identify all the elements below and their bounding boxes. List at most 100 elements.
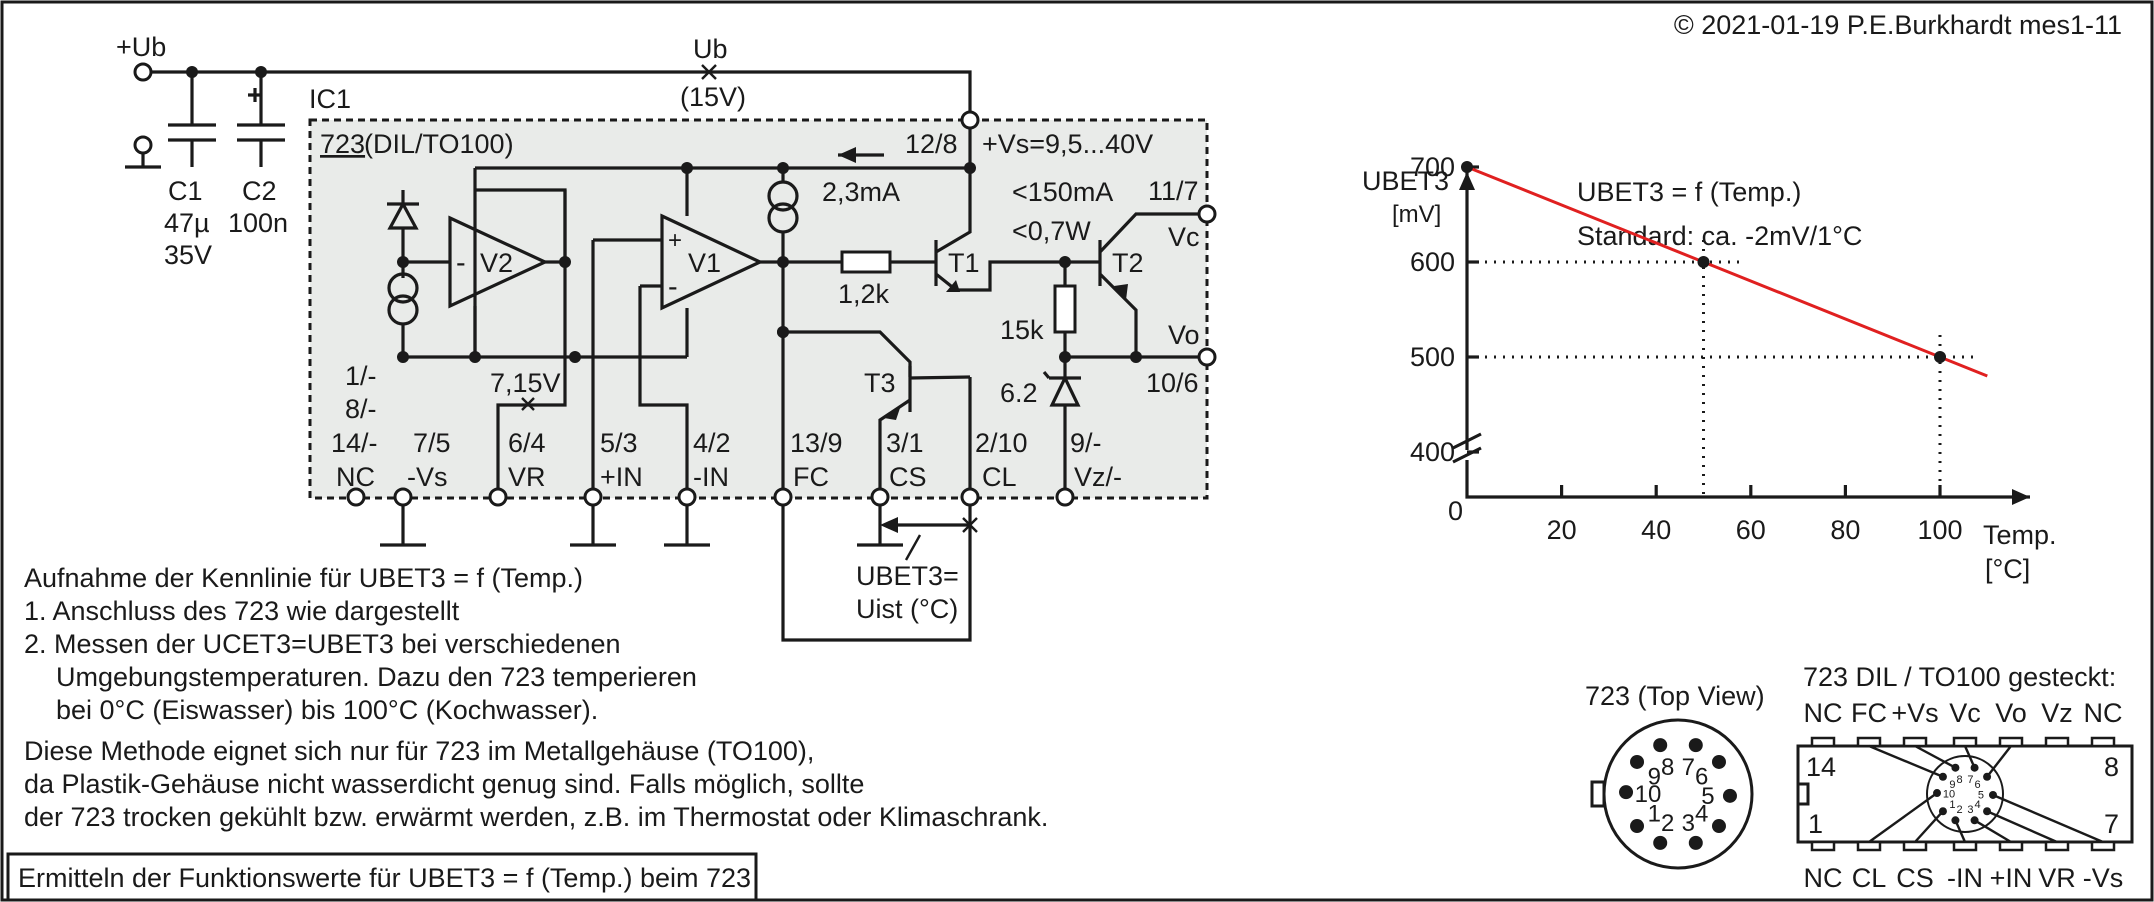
dil-corner-1: 1 bbox=[1808, 809, 1823, 839]
opamp-v1 bbox=[660, 213, 764, 311]
y-tick-label: 400 bbox=[1410, 437, 1455, 467]
measure-point-ub bbox=[701, 64, 717, 80]
to100-pin-number: 3 bbox=[1682, 810, 1695, 837]
pin-nc bbox=[346, 487, 366, 507]
pin-inm-number: 4/2 bbox=[693, 428, 731, 458]
to100-pin bbox=[1688, 835, 1703, 850]
x-tick-label: 80 bbox=[1830, 515, 1860, 545]
pin-cl-label: CL bbox=[982, 462, 1017, 492]
terminal-vo bbox=[1197, 347, 1217, 367]
pin-cs-number: 3/1 bbox=[886, 428, 924, 458]
dil-corner-14: 14 bbox=[1806, 752, 1836, 782]
t3-label: T3 bbox=[864, 368, 896, 398]
copyright: © 2021-01-19 P.E.Burkhardt mes1-11 bbox=[1674, 10, 2122, 40]
x-tick-label: 100 bbox=[1917, 515, 1962, 545]
pin-cl bbox=[960, 487, 980, 507]
dil-inner-pin-number: 9 bbox=[1949, 779, 1955, 791]
dil-notch bbox=[1796, 782, 1810, 806]
ub-plus-label: +Ub bbox=[116, 32, 166, 62]
c2-value: 100n bbox=[228, 208, 288, 238]
to100-pin-number: 9 bbox=[1648, 764, 1661, 791]
description: Aufnahme der Kennlinie für UBET3 = f (Te… bbox=[6, 563, 1048, 902]
c1-value: 47µ bbox=[164, 208, 210, 238]
dil-inner-pin-number: 1 bbox=[1949, 799, 1955, 811]
t2-label: T2 bbox=[1112, 248, 1144, 278]
dil-inner-pin-number: 7 bbox=[1967, 774, 1973, 786]
dil-pin-bottom bbox=[1856, 840, 1882, 852]
x-tick-label: 40 bbox=[1641, 515, 1671, 545]
chart-guides bbox=[1467, 240, 1978, 497]
r2-label: 15k bbox=[1000, 315, 1044, 345]
y-axis-arrow-icon bbox=[1459, 172, 1475, 190]
pin-nc-label: NC bbox=[336, 462, 375, 492]
pin-fc-number: 13/9 bbox=[790, 428, 843, 458]
pin-inp-number: 5/3 bbox=[600, 428, 638, 458]
meter-value-label: Uist (°C) bbox=[856, 594, 958, 624]
c1-voltage: 35V bbox=[164, 240, 212, 270]
pin-vs-plus-number: 12/8 bbox=[905, 129, 958, 159]
description-line-5: Diese Methode eignet sich nur für 723 im… bbox=[24, 736, 814, 766]
chart-subtitle: Standard: ca. -2mV/1°C bbox=[1577, 221, 1862, 251]
pin-nc-1: 1/- bbox=[345, 361, 377, 391]
meter-label: UBET3= bbox=[856, 561, 959, 591]
pin-vsm-label: -Vs bbox=[407, 462, 448, 492]
dil-top-label: Vz bbox=[2041, 698, 2073, 728]
x-axis-arrow-icon bbox=[2012, 489, 2030, 505]
chart-ylabel: UBET3 bbox=[1362, 166, 1449, 196]
dil-wire bbox=[1868, 744, 1944, 778]
pin-vr-label: VR bbox=[508, 462, 546, 492]
data-point bbox=[1461, 161, 1473, 173]
chart-markers bbox=[1461, 161, 1946, 363]
pmax-label: <0,7W bbox=[1012, 216, 1091, 246]
dil-corner-7: 7 bbox=[2104, 809, 2119, 839]
terminal-vc bbox=[1197, 204, 1217, 224]
chart-series bbox=[1466, 165, 1988, 378]
dil-pin-top bbox=[1902, 736, 1928, 748]
transistor-t1 bbox=[934, 168, 1065, 292]
dil-pin-bottom bbox=[1998, 840, 2024, 852]
dil-bottom-label: -IN bbox=[1947, 863, 1983, 893]
current-source-icon bbox=[767, 180, 799, 212]
c2-symbol bbox=[237, 72, 285, 167]
t1-label: T1 bbox=[948, 248, 980, 278]
c1-symbol bbox=[168, 72, 262, 167]
v2-label: V2 bbox=[480, 248, 513, 278]
pin-inm-label: -IN bbox=[693, 462, 729, 492]
to100-title: 723 (Top View) bbox=[1585, 681, 1765, 711]
current-arrow-icon bbox=[838, 147, 856, 163]
dil-inner-pin bbox=[1983, 772, 1992, 781]
dil-pin-top bbox=[1952, 736, 1978, 748]
dil-top-label: FC bbox=[1851, 698, 1887, 728]
dil-top-label: Vc bbox=[1949, 698, 1981, 728]
ic-type: 723 bbox=[320, 129, 365, 159]
description-line-7: der 723 trocken gekühlt bzw. erwärmt wer… bbox=[24, 802, 1048, 832]
dil-pin-bottom bbox=[2044, 840, 2070, 852]
pin-cs-label: CS bbox=[889, 462, 927, 492]
gnd-in-minus-icon bbox=[664, 505, 710, 547]
description-title: Aufnahme der Kennlinie für UBET3 = f (Te… bbox=[24, 563, 583, 593]
pin-vsm-number: 7/5 bbox=[413, 428, 451, 458]
gnd-in-plus-icon bbox=[570, 505, 616, 547]
dil-wire bbox=[1868, 792, 1938, 843]
current-source-ref-icon bbox=[387, 272, 419, 304]
to100-tab bbox=[1590, 780, 1606, 808]
dil-pin-bottom bbox=[2090, 840, 2116, 852]
data-point bbox=[1697, 256, 1710, 268]
description-line-1: 1. Anschluss des 723 wie dargestellt bbox=[24, 596, 460, 626]
resistor-r1 bbox=[840, 250, 892, 274]
dil-inner-pin bbox=[1933, 789, 1942, 798]
to100-pin bbox=[1630, 819, 1645, 834]
dil-top-label: NC bbox=[2084, 698, 2123, 728]
ub-value-label: (15V) bbox=[680, 82, 746, 112]
v2-minus: - bbox=[456, 247, 466, 279]
chart-origin-label: 0 bbox=[1448, 496, 1463, 526]
dil-top-label: Vo bbox=[1995, 698, 2027, 728]
chart-xunit: [°C] bbox=[1985, 554, 2030, 584]
pin-nc-8: 8/- bbox=[345, 394, 377, 424]
pin-cl-number: 2/10 bbox=[975, 428, 1028, 458]
vs-range: +Vs=9,5...40V bbox=[982, 129, 1153, 159]
